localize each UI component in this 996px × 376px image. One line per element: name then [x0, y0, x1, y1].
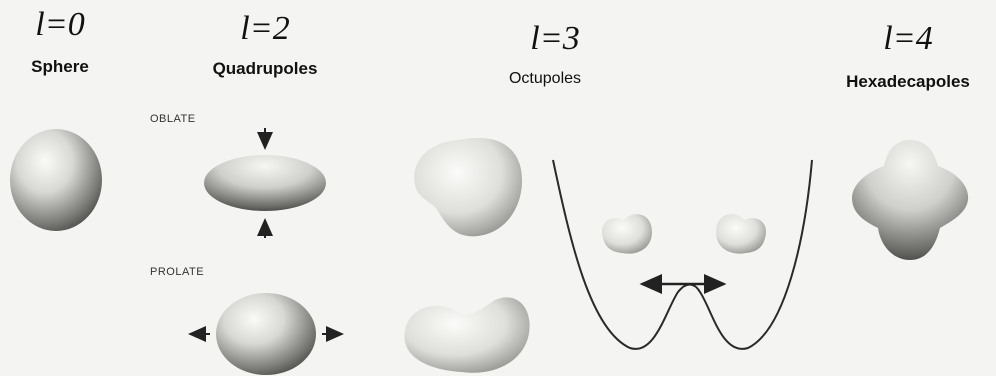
octupole-banana-bottom-shape [404, 297, 530, 373]
well-left-pear-shape [601, 214, 652, 254]
l2-label: l=2 [240, 10, 290, 47]
l0-label: l=0 [35, 6, 85, 43]
prolate-label: PROLATE [150, 266, 205, 278]
well-right-pear-shape [716, 214, 767, 254]
oblate-shape [204, 155, 326, 211]
octupoles-label: Octupoles [508, 70, 582, 87]
quadrupoles-label: Quadrupoles [212, 59, 318, 78]
sphere-label: Sphere [31, 57, 89, 76]
hexadecapoles-label: Hexadecapoles [846, 72, 970, 91]
double-well-potential-curve [552, 159, 813, 350]
l4-label: l=4 [883, 20, 933, 57]
sphere-shape [10, 129, 102, 231]
prolate-shape [216, 293, 316, 375]
hexadecapole-shape [852, 140, 969, 260]
octupole-pear-top-shape [414, 137, 523, 237]
oblate-label: OBLATE [150, 113, 196, 125]
l3-label: l=3 [530, 20, 580, 57]
